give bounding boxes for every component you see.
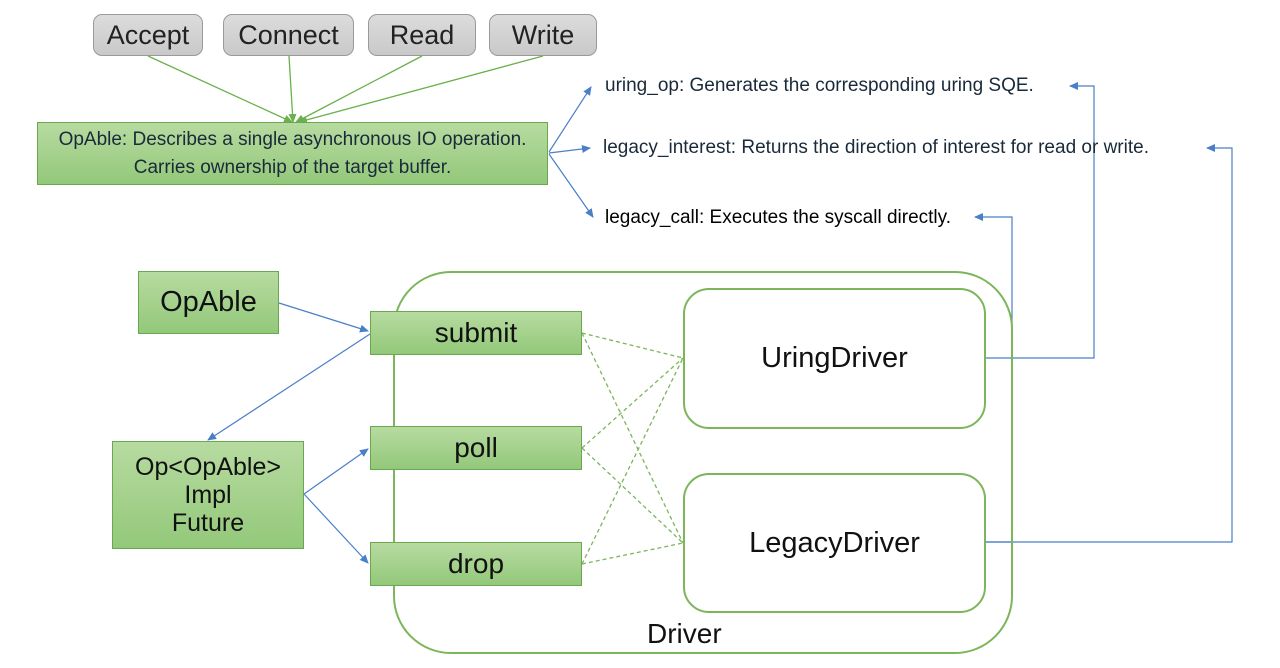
dash-submit-uring (581, 332, 684, 359)
op-impl-future-box: Op<OpAble> Impl Future (112, 441, 304, 549)
opable-description-box: OpAble: Describes a single asynchronous … (37, 122, 548, 185)
arrow-to-uring-op (548, 86, 592, 153)
op-read: Read (368, 14, 476, 56)
opable-box: OpAble (138, 271, 279, 334)
arrow-op-to-drop (303, 493, 369, 564)
arrow-to-legacy-call (548, 153, 594, 218)
legacy-interest-label: legacy_interest: Returns the direction o… (603, 137, 1149, 158)
drop-box: drop (370, 542, 582, 586)
opable-description-line1: OpAble: Describes a single asynchronous … (58, 128, 527, 150)
arrow-read-to-opable (295, 55, 423, 123)
op-impl-line2: Impl (184, 481, 232, 509)
poll-box: poll (370, 426, 582, 470)
op-write: Write (489, 14, 597, 56)
dash-drop-uring (581, 357, 684, 565)
dash-poll-legacy (581, 447, 684, 544)
op-impl-line1: Op<OpAble> (135, 453, 281, 481)
legacy-driver-box: LegacyDriver (683, 473, 986, 613)
arrow-submit-to-op (207, 333, 371, 441)
arrow-write-to-opable (298, 55, 544, 124)
op-connect: Connect (223, 14, 354, 56)
op-impl-line3: Future (171, 509, 245, 537)
driver-label: Driver (647, 618, 722, 649)
dash-poll-uring (581, 357, 684, 449)
uring-op-label: uring_op: Generates the corresponding ur… (605, 75, 1034, 96)
arrow-to-legacy-interest (548, 144, 591, 154)
arrow-accept-to-opable (147, 55, 293, 123)
submit-box: submit (370, 311, 582, 355)
arrow-op-to-poll (303, 448, 369, 495)
arrow-uring-to-uring-op (986, 82, 1095, 359)
dash-submit-legacy (581, 332, 684, 544)
opable-description-line2: Carries ownership of the target buffer. (133, 156, 452, 178)
legacy-call-label: legacy_call: Executes the syscall direct… (605, 207, 952, 228)
dash-drop-legacy (581, 542, 684, 565)
arrow-connect-to-opable (288, 55, 297, 123)
arrow-legacy-to-legacy-interest (986, 144, 1233, 543)
op-accept: Accept (93, 14, 203, 56)
arrow-opable-to-submit (278, 302, 369, 333)
uring-driver-box: UringDriver (683, 288, 986, 429)
